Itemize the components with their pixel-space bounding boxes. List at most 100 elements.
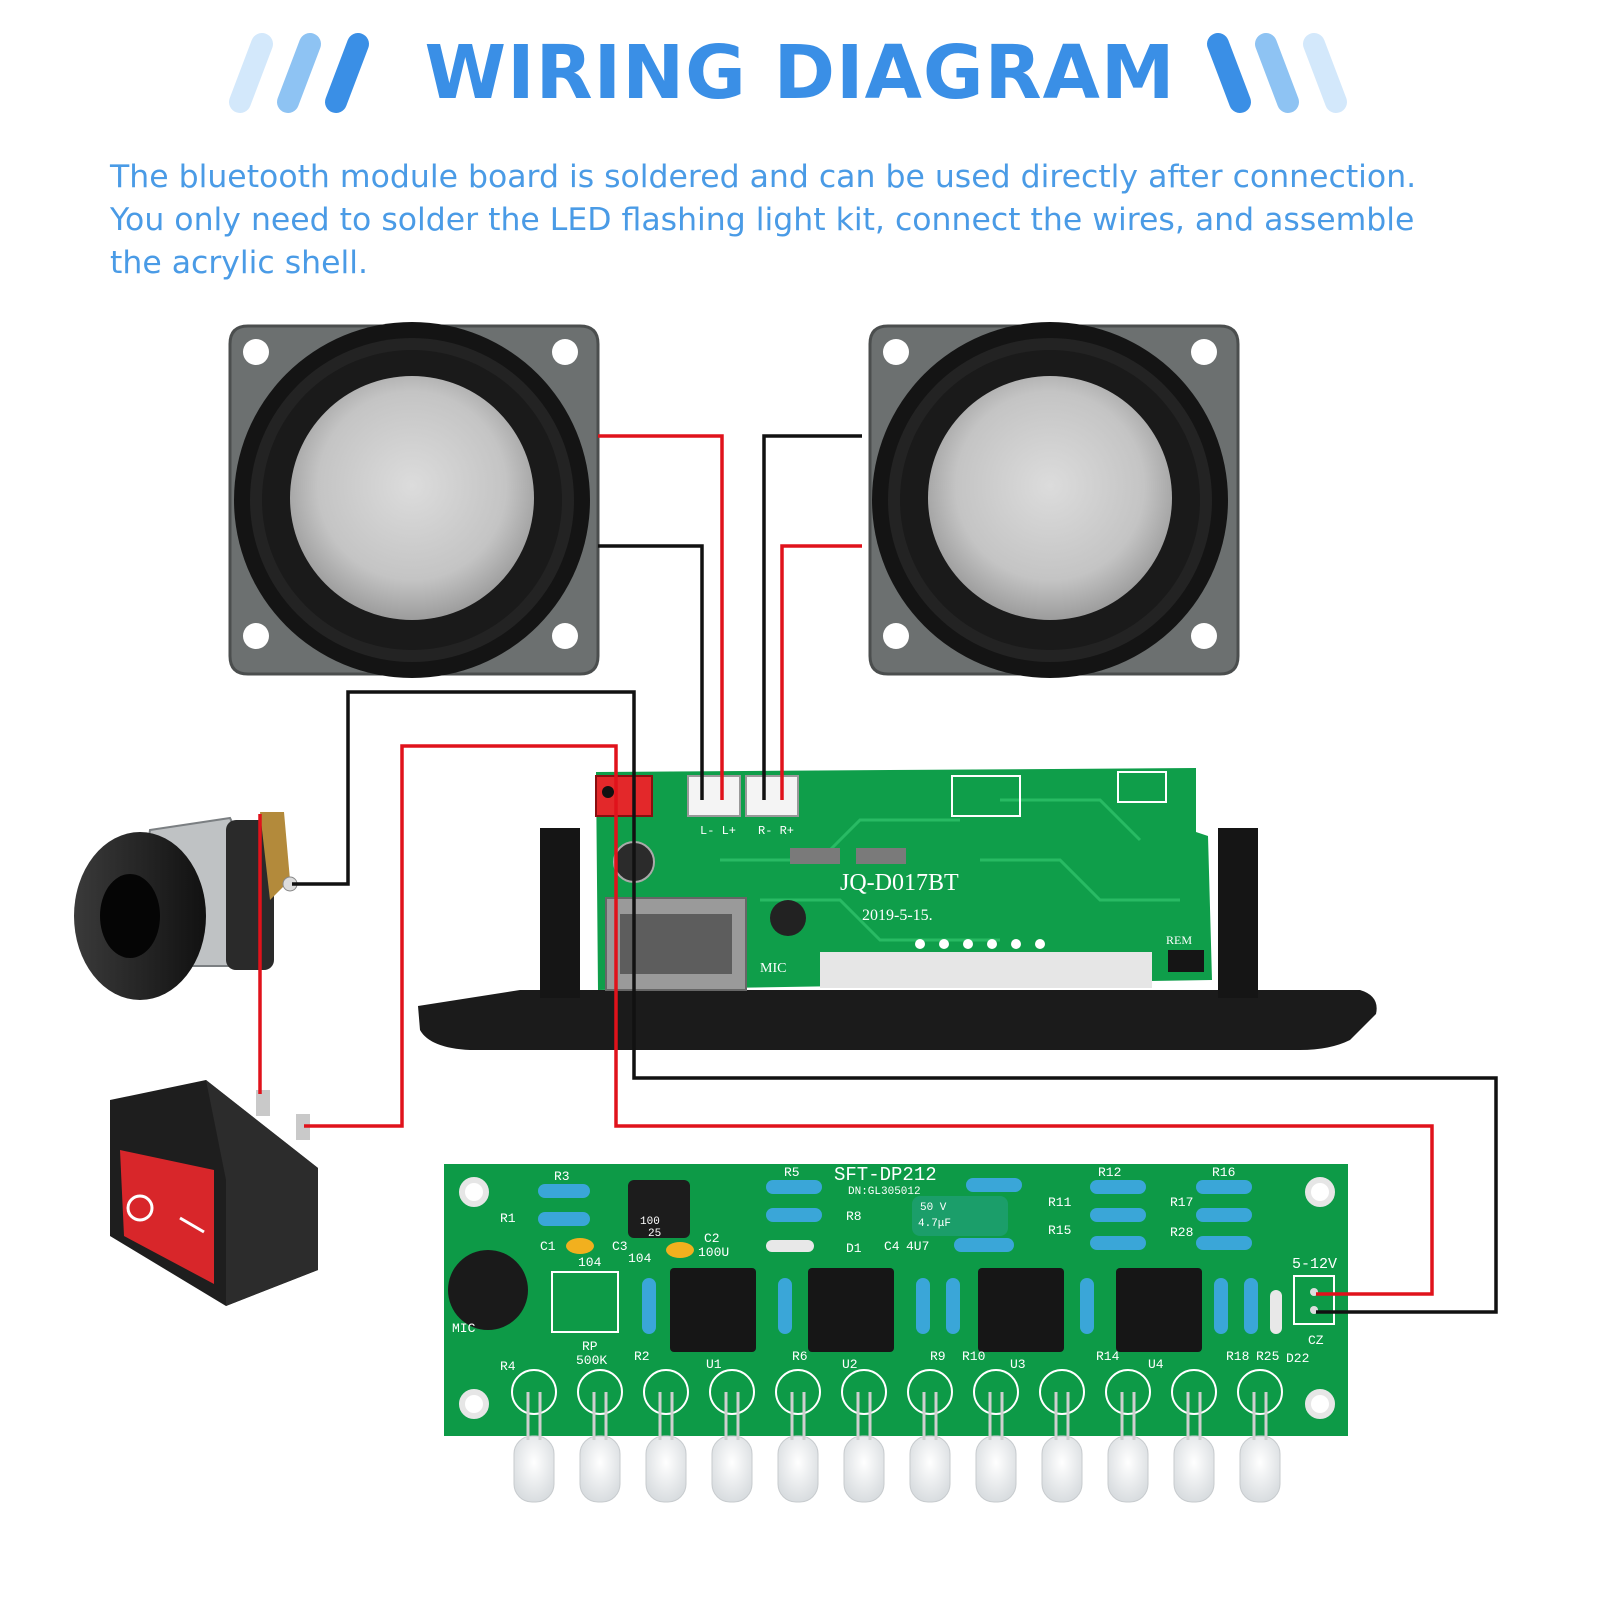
power-input-connector	[1293, 1275, 1335, 1325]
wire-positive	[304, 744, 1434, 1296]
mic-label: MIC	[760, 961, 786, 976]
label-rp: RP	[582, 1339, 598, 1354]
electrolytic-cap	[912, 1196, 1008, 1236]
mount-hole	[459, 1389, 489, 1419]
board-model: SFT-DP212	[834, 1164, 937, 1186]
mount-hole	[883, 339, 909, 365]
left-speaker-port	[687, 775, 741, 817]
speaker-cone	[290, 376, 534, 620]
module-bezel	[418, 990, 1377, 1050]
button-strip	[820, 952, 1152, 988]
board-dn: DN:GL305012	[848, 1186, 921, 1198]
label-mic: MIC	[452, 1321, 476, 1336]
wire-joint	[602, 786, 614, 798]
label-r8: R8	[846, 1209, 862, 1224]
cz-label: CZ	[1308, 1333, 1324, 1348]
mount-hole	[552, 339, 578, 365]
wire-ground	[292, 690, 1498, 1314]
label-r9: R9	[930, 1349, 946, 1364]
microphone	[448, 1250, 528, 1330]
led	[841, 1369, 887, 1503]
rocker-switch	[110, 1080, 318, 1306]
led-pcb	[444, 1164, 1348, 1436]
module-date: 2019-5-15.	[862, 907, 933, 924]
intro-line-2: You only need to solder the LED flashing…	[110, 202, 1415, 238]
label-r4: R4	[500, 1359, 516, 1374]
led	[1039, 1369, 1085, 1503]
mount-hole	[459, 1177, 489, 1207]
label-u1: U1	[706, 1357, 722, 1372]
resistor-row	[538, 1178, 1252, 1252]
wire-left-speaker-positive	[598, 434, 724, 800]
dc-power-jack	[74, 812, 298, 1000]
led	[511, 1369, 557, 1503]
mount-hole	[243, 339, 269, 365]
intro-line-3: the acrylic shell.	[110, 245, 369, 281]
label-c2: C2	[704, 1231, 720, 1246]
label-r12: R12	[1098, 1165, 1121, 1180]
bluetooth-module: L- L+ R- R+ C12 MIC JQ-D017BT 2019-5-15.…	[418, 768, 1377, 1050]
speaker-cone	[928, 376, 1172, 620]
label-c2-value: 100U	[698, 1245, 729, 1260]
label-r10: R10	[962, 1349, 985, 1364]
cap-label: C12	[583, 852, 594, 870]
led	[1105, 1369, 1151, 1503]
right-stripes-icon	[1207, 33, 1347, 113]
left-port-label: L- L+	[700, 824, 736, 838]
label-c1: C1	[540, 1239, 556, 1254]
led	[775, 1369, 821, 1503]
intro-line-1: The bluetooth module board is soldered a…	[110, 159, 1417, 195]
label-r25: R25	[1256, 1349, 1279, 1364]
cap-marking-50v: 50 V	[920, 1202, 947, 1214]
label-r17: R17	[1170, 1195, 1193, 1210]
page-title: WIRING DIAGRAM	[424, 30, 1176, 116]
label-c4-value: 4U7	[906, 1239, 929, 1254]
electrolytic-cap	[628, 1180, 690, 1238]
mount-hole	[552, 623, 578, 649]
led	[1171, 1369, 1217, 1503]
mount-hole	[1305, 1389, 1335, 1419]
label-c3: C3	[612, 1239, 628, 1254]
ic-chips	[670, 1268, 1202, 1352]
wire-left-speaker-negative	[598, 544, 704, 800]
label-r2: R2	[634, 1349, 650, 1364]
label-u2: U2	[842, 1357, 858, 1372]
module-model: JQ-D017BT	[840, 870, 959, 896]
cap-marking-100: 100	[640, 1216, 660, 1228]
label-r18: R18	[1226, 1349, 1249, 1364]
led	[643, 1369, 689, 1503]
intro-text: The bluetooth module board is soldered a…	[110, 156, 1510, 285]
label-r6: R6	[792, 1349, 808, 1364]
led	[907, 1369, 953, 1503]
label-r14: R14	[1096, 1349, 1120, 1364]
label-d22: D22	[1286, 1351, 1309, 1366]
led	[1237, 1369, 1283, 1503]
voltage-label: 5-12V	[1292, 1256, 1337, 1273]
label-r1: R1	[500, 1211, 516, 1226]
wire-right-speaker-positive	[780, 544, 862, 800]
label-104a: 104	[578, 1255, 602, 1270]
mount-hole	[1191, 339, 1217, 365]
label-d1: D1	[846, 1241, 862, 1256]
switch-rocker	[120, 1150, 214, 1284]
right-speaker-port	[745, 775, 799, 817]
led-row	[511, 1369, 1283, 1503]
label-u4: U4	[1148, 1357, 1164, 1372]
label-c4: C4	[884, 1239, 900, 1254]
mount-hole	[243, 623, 269, 649]
cap-marking-4.7uf: 4.7μF	[918, 1218, 951, 1230]
right-speaker	[868, 322, 1240, 678]
label-r5: R5	[784, 1165, 800, 1180]
rem-label: REM	[1166, 933, 1192, 947]
label-r28: R28	[1170, 1225, 1193, 1240]
label-r3: R3	[554, 1169, 570, 1184]
led	[973, 1369, 1019, 1503]
led	[709, 1369, 755, 1503]
mount-hole	[883, 623, 909, 649]
label-r15: R15	[1048, 1223, 1071, 1238]
led	[577, 1369, 623, 1503]
cap-marking-25: 25	[648, 1228, 661, 1240]
mount-hole	[1191, 623, 1217, 649]
label-r11: R11	[1048, 1195, 1072, 1210]
